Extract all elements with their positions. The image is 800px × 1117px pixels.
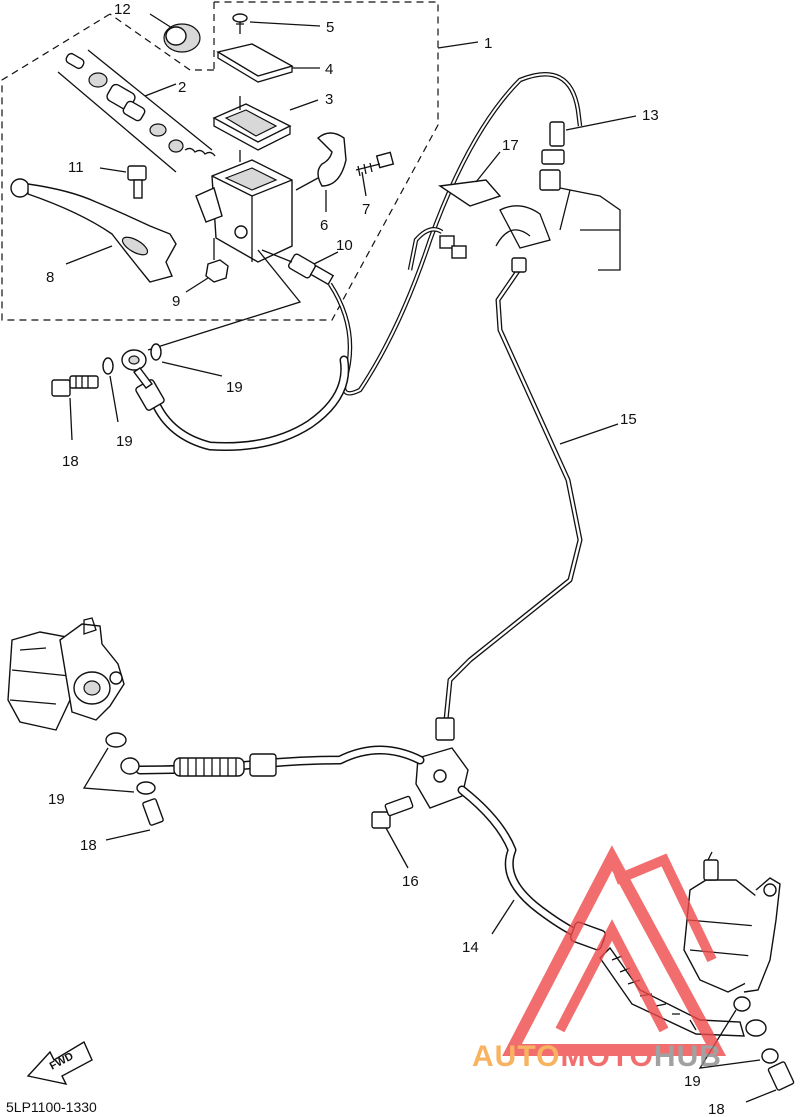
frame-head-tube [495, 187, 621, 271]
callout-1: 1 [484, 35, 492, 52]
upper-brake-hose [135, 355, 350, 451]
hose-joint-block [415, 747, 469, 809]
left-caliper-hose [135, 745, 425, 777]
brake-switch-part-10 [147, 249, 339, 351]
hose-end-part-13 [539, 115, 637, 191]
watermark-part-2: MOTO [560, 1040, 653, 1073]
callout-4: 4 [325, 61, 333, 78]
callout-8: 8 [46, 269, 54, 286]
reservoir-cap-part-4 [216, 43, 320, 83]
right-brake-caliper [683, 851, 781, 993]
callout-16: 16 [402, 873, 419, 890]
watermark-part-1: AUTO [472, 1040, 560, 1073]
callout-14: 14 [462, 939, 479, 956]
callout-6: 6 [320, 217, 328, 234]
left-brake-caliper [7, 617, 125, 731]
callout-3: 3 [325, 91, 333, 108]
switch-wire [328, 72, 583, 396]
piston-kit-part-2 [57, 49, 216, 173]
callout-2: 2 [178, 79, 186, 96]
nut-part-9 [185, 238, 229, 293]
banjo-fitting-upper [121, 349, 154, 389]
callout-13: 13 [642, 107, 659, 124]
bolt-part-16 [371, 795, 414, 869]
diagram-code: 5LP1100-1330 [6, 1099, 97, 1115]
boot-part-12 [149, 13, 201, 53]
leader-1 [437, 41, 479, 49]
brake-pipe-part-15 [435, 257, 619, 741]
forward-direction-arrow: FWD [26, 1040, 93, 1085]
callout-12: 12 [114, 1, 131, 18]
callout-18-upper: 18 [62, 453, 79, 470]
master-cylinder-group-outline [1, 1, 439, 321]
callout-19-upper-b: 19 [116, 433, 133, 450]
clamp-part-6 [295, 132, 347, 212]
brake-lever-part-8 [10, 178, 177, 283]
washers-upper [102, 343, 223, 423]
master-cylinder-body [195, 96, 293, 263]
callout-labels: 1 2 3 4 5 6 7 8 9 10 11 12 13 14 15 16 1… [46, 1, 725, 1117]
watermark-part-3: HUB [654, 1040, 722, 1073]
callout-10: 10 [336, 237, 353, 254]
pivot-bolt-part-11 [99, 165, 147, 199]
left-caliper-banjo [82, 732, 164, 841]
callout-19-left: 19 [48, 791, 65, 808]
callout-18-left: 18 [80, 837, 97, 854]
callout-5: 5 [326, 19, 334, 36]
callout-17: 17 [502, 137, 519, 154]
right-caliper-banjo [698, 996, 795, 1103]
clamp-bracket-part-17 [438, 151, 502, 207]
bolt-part-7 [355, 151, 395, 197]
screw-part-5 [232, 13, 321, 34]
watermark-logo: AUTOMOTOHUB [472, 845, 727, 1073]
union-bolt-upper [51, 375, 99, 441]
callout-7: 7 [362, 201, 370, 218]
svg-text:AUTOMOTOHUB: AUTOMOTOHUB [472, 1040, 722, 1073]
callout-9: 9 [172, 293, 180, 310]
callout-15: 15 [620, 411, 637, 428]
callout-18-right: 18 [708, 1101, 725, 1117]
callout-19-right: 19 [684, 1073, 701, 1090]
callout-11: 11 [68, 159, 84, 176]
callout-19-upper-a: 19 [226, 379, 243, 396]
diaphragm-part-3 [212, 99, 319, 151]
